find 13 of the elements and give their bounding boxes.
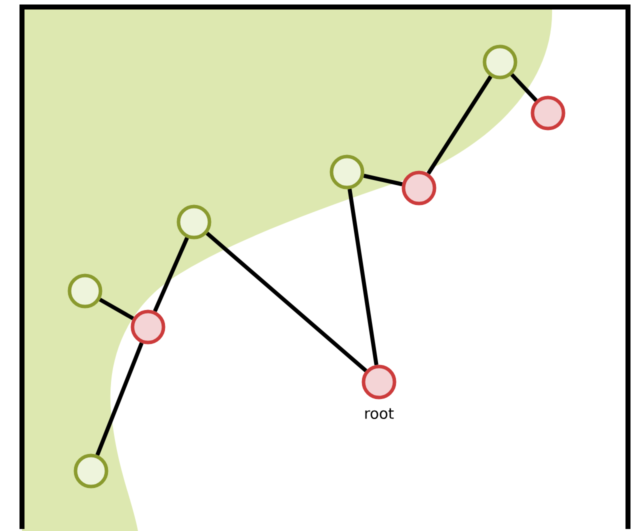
node-label: root bbox=[365, 408, 394, 419]
connector-line bbox=[98, 298, 134, 320]
connector-line bbox=[363, 174, 403, 186]
connector-line bbox=[153, 237, 189, 312]
node-circle bbox=[402, 170, 436, 206]
node-circle bbox=[530, 96, 566, 130]
node-circle bbox=[130, 310, 166, 344]
connector-line bbox=[96, 342, 144, 456]
connector-line bbox=[206, 232, 368, 372]
connector-line bbox=[348, 188, 378, 366]
connector-line bbox=[426, 75, 492, 175]
connector-line bbox=[510, 73, 538, 102]
node-circle bbox=[74, 454, 108, 488]
